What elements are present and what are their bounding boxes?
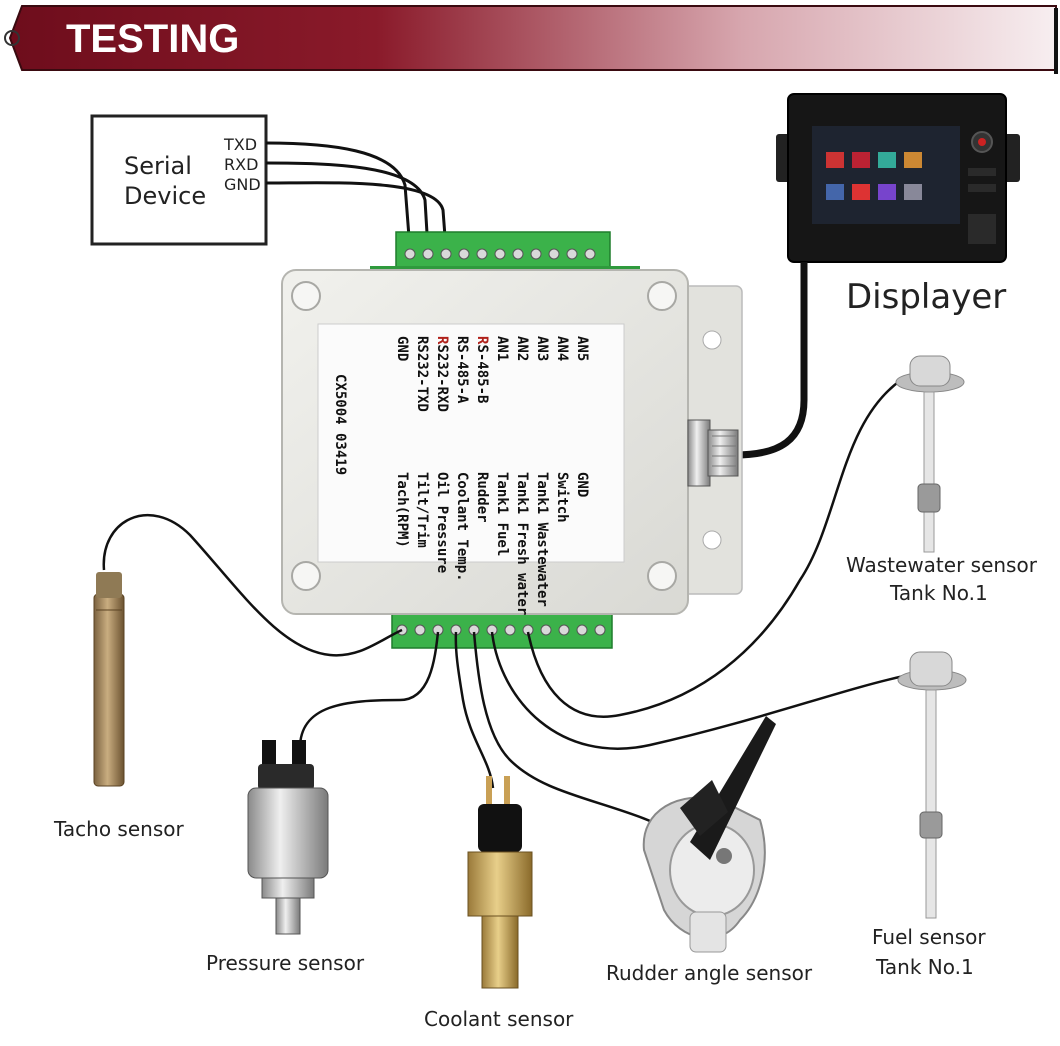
serial-device-name-line1: Serial — [124, 152, 192, 180]
tacho-sensor: Tacho sensor — [53, 572, 184, 841]
module-terminal-left-9: GND — [574, 472, 590, 497]
banner-ring-icon — [4, 30, 20, 46]
module-terminal-left-3: Coolant Temp. — [454, 472, 470, 582]
serial-pin-gnd: GND — [224, 175, 261, 194]
fuel-sensor-label-line2: Tank No.1 — [875, 955, 974, 979]
serial-device-name-line2: Device — [124, 182, 206, 210]
module-terminal-left-7: Tank1 Wastewater — [534, 472, 550, 607]
module-terminal-right-4: RS-485-B — [474, 336, 490, 403]
fuel-sensor-label-line1: Fuel sensor — [872, 925, 986, 949]
module-model-label: CX5004 03419 — [332, 374, 348, 475]
wastewater-sensor-label-line1: Wastewater sensor — [846, 553, 1038, 577]
wastewater-sensor: Wastewater sensor Tank No.1 — [846, 355, 1038, 605]
displayer-label: Displayer — [846, 277, 1006, 317]
module-terminal-right-7: AN3 — [534, 336, 550, 361]
module-terminal-right-5: AN1 — [494, 336, 510, 361]
rudder-angle-sensor-label: Rudder angle sensor — [606, 961, 813, 985]
module-terminal-right-3: RS-485-A — [454, 336, 470, 404]
serial-pin-rxd: RXD — [224, 155, 258, 174]
fuel-sensor: Fuel sensor Tank No.1 — [872, 651, 986, 979]
module-terminal-right-6: AN2 — [514, 336, 530, 361]
pressure-sensor: Pressure sensor — [206, 740, 365, 975]
module-terminal-right-2: RS232-RXD — [434, 336, 450, 412]
tacho-sensor-label: Tacho sensor — [53, 817, 184, 841]
rudder-angle-sensor: Rudder angle sensor — [606, 716, 813, 985]
coolant-sensor-label: Coolant sensor — [424, 1007, 574, 1031]
module-terminal-left-6: Tank1 Fresh water — [514, 472, 530, 615]
module-terminal-left-8: Switch — [554, 472, 570, 523]
serial-device: Serial Device TXD RXD GND — [90, 114, 268, 246]
module-terminal-left-4: Rudder — [474, 472, 490, 523]
serial-wires — [265, 141, 448, 251]
module-terminal-right-9: AN5 — [574, 336, 590, 361]
displayer-cable — [734, 262, 808, 459]
module-terminal-right-1: RS232-TXD — [414, 336, 430, 412]
banner-title: TESTING — [66, 17, 239, 61]
module-terminal-right-0: GND — [394, 336, 410, 361]
module-terminal-left-5: Tank1 Fuel — [494, 472, 510, 556]
module-terminal-right-8: AN4 — [554, 336, 570, 361]
serial-pin-txd: TXD — [223, 135, 257, 154]
wastewater-sensor-label-line2: Tank No.1 — [889, 581, 988, 605]
displayer: Displayer — [776, 93, 1020, 317]
module-connector — [687, 419, 739, 487]
module-terminal-left-0: Tach(RPM) — [394, 472, 410, 548]
module-terminal-left-2: Oil Pressure — [434, 472, 450, 573]
module — [281, 231, 743, 649]
banner: TESTING — [4, 5, 1058, 74]
coolant-sensor: Coolant sensor — [424, 776, 574, 1031]
pressure-sensor-label: Pressure sensor — [206, 951, 365, 975]
module-terminal-left-1: Tilt/Trim — [414, 472, 430, 548]
sensor-wires — [102, 376, 905, 842]
